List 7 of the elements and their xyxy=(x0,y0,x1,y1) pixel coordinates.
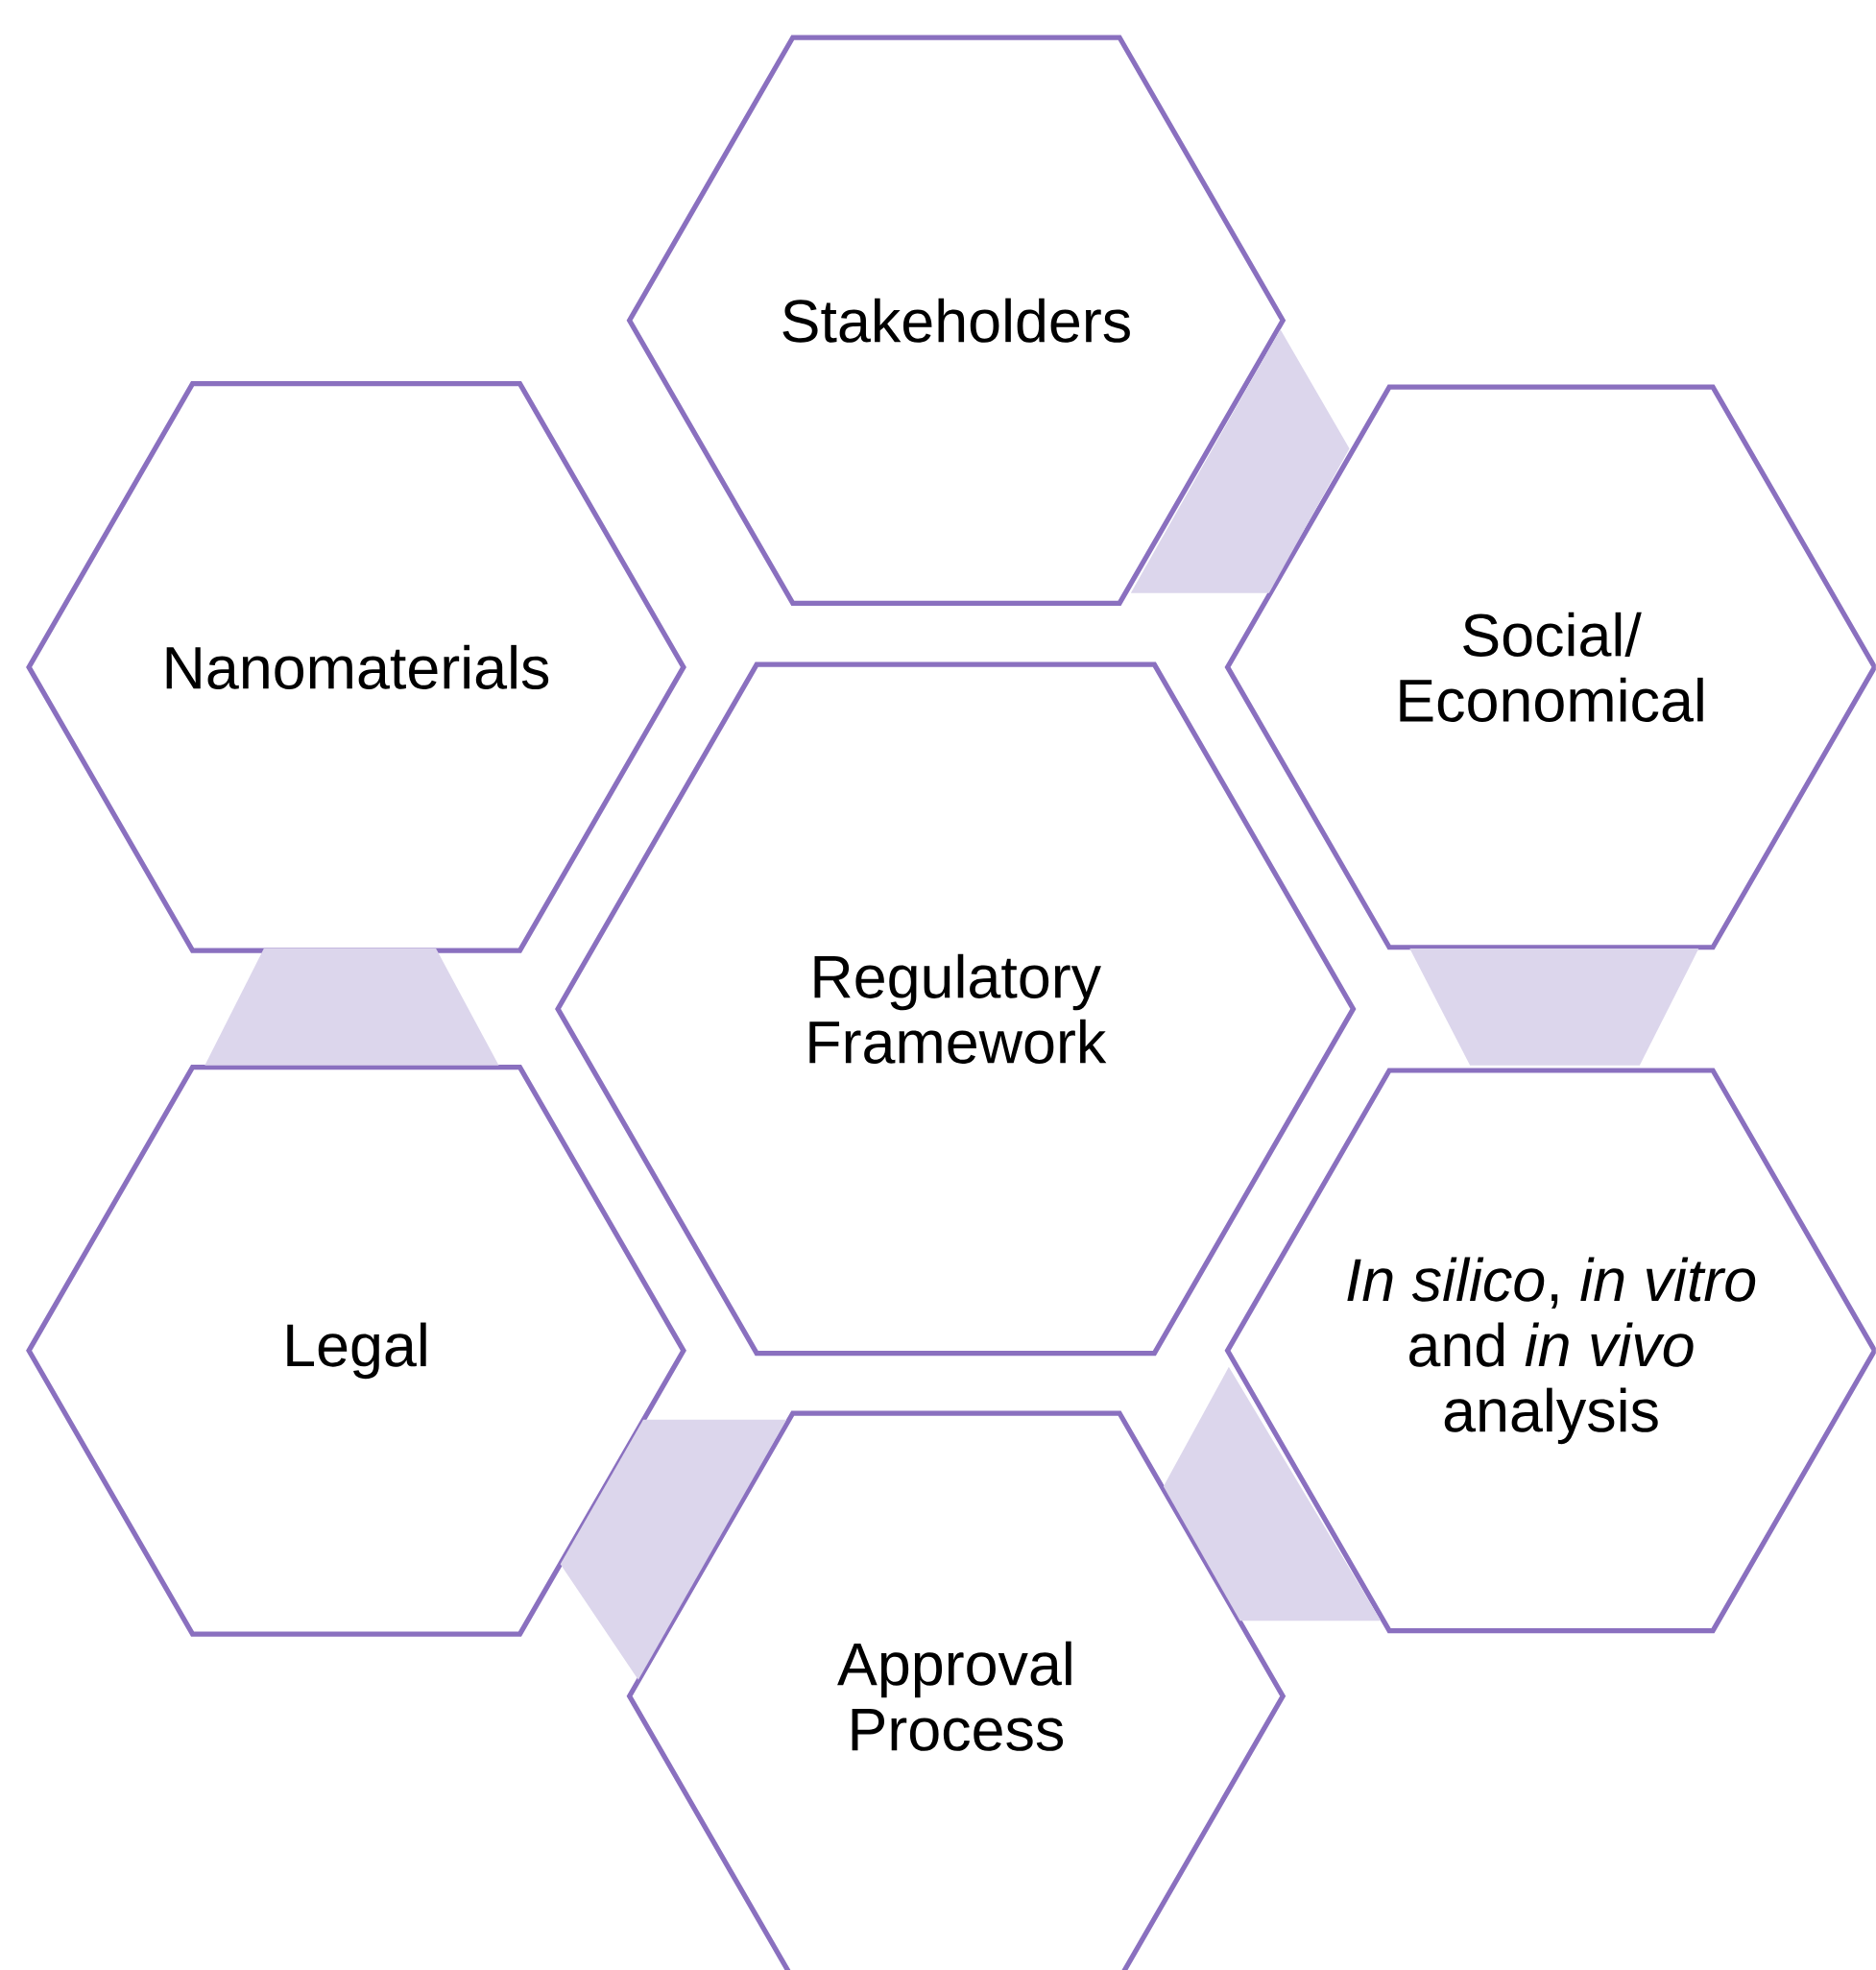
connector-band xyxy=(1409,949,1699,1066)
hexagon: Social/ Economical xyxy=(1224,384,1876,950)
connector-band xyxy=(560,1419,787,1680)
connector-band xyxy=(204,949,499,1066)
hexagon: In silico, in vitro and in vivo analysis xyxy=(1224,1068,1876,1634)
connector-band xyxy=(1130,328,1350,593)
connector-band xyxy=(1163,1366,1382,1622)
